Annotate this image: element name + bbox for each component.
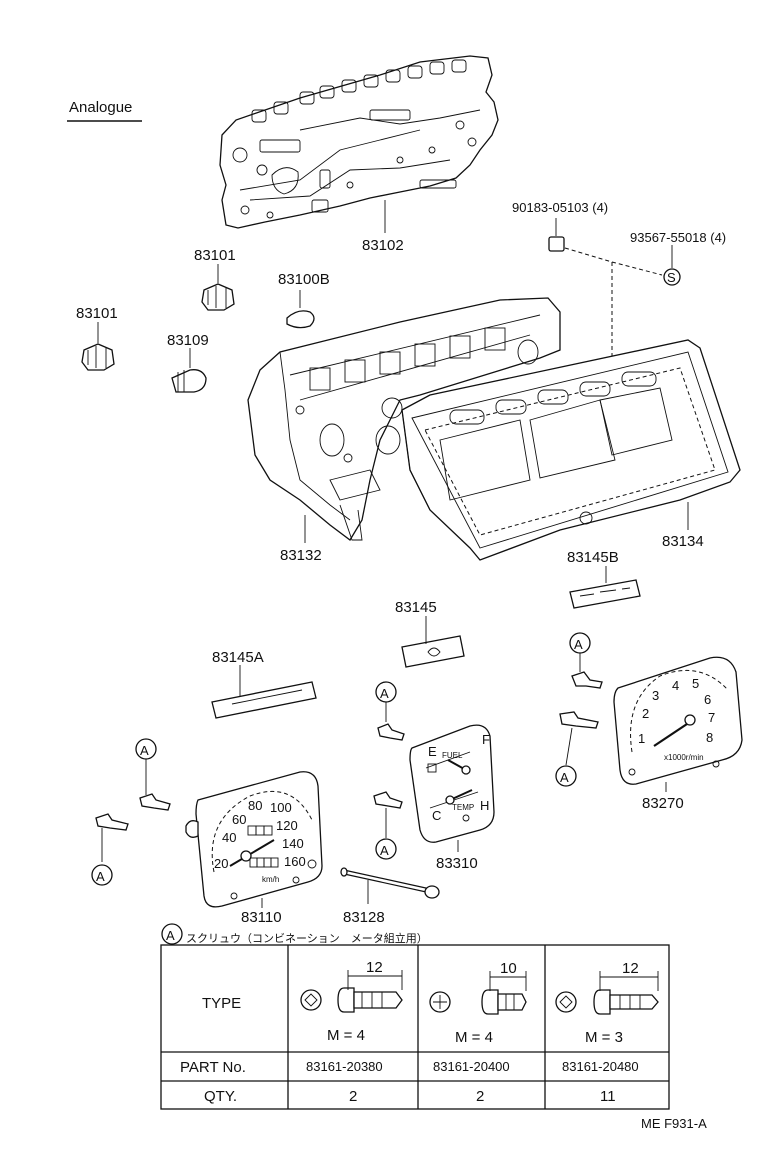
screw-a-1: A bbox=[569, 632, 603, 689]
speedo-unit: km/h bbox=[262, 875, 279, 884]
dim-2: 10 bbox=[500, 960, 517, 977]
screw-a-4: A bbox=[373, 791, 403, 860]
screw-a-3: A bbox=[375, 681, 405, 741]
tacho-num-2: 2 bbox=[642, 706, 649, 721]
indicator-plate-83145b bbox=[569, 566, 641, 609]
callout-83109: 83109 bbox=[167, 332, 209, 349]
indicator-plate-83145a bbox=[211, 665, 317, 719]
bulb-socket-upper bbox=[201, 264, 235, 311]
figure-code: ME F931-A bbox=[641, 1116, 707, 1131]
bulb-socket-lower bbox=[81, 322, 115, 371]
qty-1: 2 bbox=[349, 1088, 357, 1105]
callout-83110: 83110 bbox=[241, 909, 282, 926]
trip-reset-knob bbox=[340, 867, 440, 904]
speedo-num-80: 80 bbox=[248, 798, 262, 813]
m-value-3: M = 3 bbox=[585, 1029, 623, 1046]
callout-83145B: 83145B bbox=[567, 549, 619, 566]
screw-a-5: A bbox=[135, 738, 171, 811]
row-label-part-no: PART No. bbox=[180, 1059, 246, 1076]
ref-mark-a: A bbox=[574, 637, 583, 652]
callout-83128: 83128 bbox=[343, 909, 385, 926]
fuel-f: F bbox=[482, 732, 490, 747]
m-value-2: M = 4 bbox=[455, 1029, 493, 1046]
callout-83100B: 83100B bbox=[278, 271, 330, 288]
screw-a-6: A bbox=[91, 813, 129, 886]
speedo-num-140: 140 bbox=[282, 836, 304, 851]
callout-83132: 83132 bbox=[280, 547, 322, 564]
callout-83101-upper: 83101 bbox=[194, 247, 236, 264]
tacho-unit: x1000r/min bbox=[664, 753, 704, 762]
indicator-plate-83145 bbox=[401, 616, 465, 668]
fuel-temp-gauge: E F FUEL C H TEMP bbox=[409, 724, 495, 852]
tacho-num-4: 4 bbox=[672, 678, 679, 693]
tacho-num-1: 1 bbox=[638, 731, 645, 746]
screw-spec-table: TYPE PART No. QTY. 12 M = 4 83161-20380 … bbox=[160, 944, 670, 1110]
screw-type-2-icon bbox=[429, 971, 527, 1015]
temp-c: C bbox=[432, 808, 441, 823]
tacho-num-3: 3 bbox=[652, 688, 659, 703]
part-no-1: 83161-20380 bbox=[306, 1059, 383, 1074]
callout-90183: 90183-05103 (4) bbox=[512, 200, 608, 215]
ref-mark-a: A bbox=[560, 770, 569, 785]
temp-label: TEMP bbox=[452, 803, 474, 812]
screw-type-3-icon bbox=[555, 971, 659, 1015]
speedo-num-100: 100 bbox=[270, 800, 292, 815]
screw-type-1-icon bbox=[300, 970, 403, 1013]
callout-83134: 83134 bbox=[662, 533, 704, 550]
tachometer: 1 2 3 4 5 6 7 8 x1000r/min bbox=[613, 656, 743, 792]
diagram-title: Analogue bbox=[69, 99, 132, 116]
callout-83101-lower: 83101 bbox=[76, 305, 118, 322]
wedge-bulb-83100b bbox=[286, 290, 315, 329]
screw-90183 bbox=[548, 218, 663, 360]
dim-3: 12 bbox=[622, 960, 639, 977]
note-ref-mark: A bbox=[166, 928, 175, 943]
speedo-num-160: 160 bbox=[284, 854, 306, 869]
speedo-num-60: 60 bbox=[232, 812, 246, 827]
screw-93567: S bbox=[663, 245, 681, 286]
callout-83102: 83102 bbox=[362, 237, 404, 254]
tacho-num-6: 6 bbox=[704, 692, 711, 707]
tacho-num-5: 5 bbox=[692, 676, 699, 691]
ref-mark-a: A bbox=[96, 869, 105, 884]
speedo-num-40: 40 bbox=[222, 830, 236, 845]
part-no-3: 83161-20480 bbox=[562, 1059, 639, 1074]
fuel-e: E bbox=[428, 744, 437, 759]
speedo-num-20: 20 bbox=[214, 856, 228, 871]
callout-83270: 83270 bbox=[642, 795, 684, 812]
tacho-num-7: 7 bbox=[708, 710, 715, 725]
tacho-num-8: 8 bbox=[706, 730, 713, 745]
qty-2: 2 bbox=[476, 1088, 484, 1105]
screw-a-2: A bbox=[555, 711, 599, 787]
ref-mark-a: A bbox=[380, 843, 389, 858]
screw-note: A スクリュウ（コンビネーション メータ組立用） bbox=[161, 923, 428, 945]
m-value-1: M = 4 bbox=[327, 1027, 365, 1044]
s-mark: S bbox=[667, 270, 676, 285]
part-no-2: 83161-20400 bbox=[433, 1059, 510, 1074]
speedometer: 20 40 60 80 100 120 140 160 km/h bbox=[185, 771, 323, 908]
row-label-qty: QTY. bbox=[204, 1088, 237, 1105]
note-text: スクリュウ（コンビネーション メータ組立用） bbox=[186, 931, 428, 945]
dim-1: 12 bbox=[366, 959, 383, 976]
callout-83310: 83310 bbox=[436, 855, 478, 872]
qty-3: 11 bbox=[600, 1088, 616, 1105]
speedo-num-120: 120 bbox=[276, 818, 298, 833]
meter-hood bbox=[401, 339, 741, 561]
row-label-type: TYPE bbox=[202, 995, 241, 1012]
fuel-label: FUEL bbox=[442, 751, 463, 760]
ref-mark-a: A bbox=[140, 743, 149, 758]
ref-mark-a: A bbox=[380, 686, 389, 701]
callout-83145A: 83145A bbox=[212, 649, 264, 666]
meter-case bbox=[247, 297, 561, 543]
temp-h: H bbox=[480, 798, 489, 813]
callout-93567: 93567-55018 (4) bbox=[630, 230, 726, 245]
callout-83145: 83145 bbox=[395, 599, 437, 616]
printed-circuit-board bbox=[219, 55, 499, 233]
bulb-83109 bbox=[171, 348, 207, 393]
